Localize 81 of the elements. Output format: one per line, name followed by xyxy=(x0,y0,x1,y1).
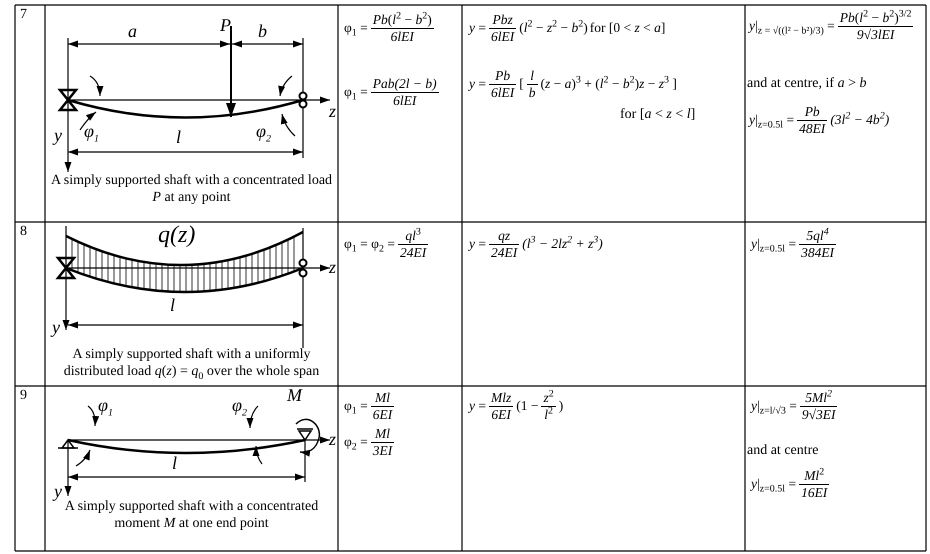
fraction-denominator: 6lEI xyxy=(490,28,516,44)
variable-label: P xyxy=(220,16,231,36)
fraction-denominator: 6lEI xyxy=(392,92,418,108)
variable-label: z xyxy=(329,430,336,450)
formula-text: (3l$^{2}$ − 4b$^{2}$) xyxy=(829,112,890,128)
fraction-denominator: 384EI xyxy=(800,244,836,260)
formula-text: y = xyxy=(468,398,487,414)
variable-label: φ$_{1}$ xyxy=(84,122,99,142)
formula-text: for [0 < z < a] xyxy=(588,20,666,36)
fraction-denominator: 16EI xyxy=(800,484,829,500)
variable-label: a xyxy=(128,22,137,42)
fraction-numerator: 5Ml$^{2}$ xyxy=(800,390,838,407)
formula-text: y|$_{z=0.5l}$ = xyxy=(748,112,796,128)
variable-label: φ$_{2}$ xyxy=(232,396,247,416)
fraction-denominator: 9√3lEI xyxy=(856,26,896,42)
formula-text: y = xyxy=(468,236,487,252)
row-number: 7 xyxy=(20,7,27,22)
variable-label: z xyxy=(329,102,336,122)
formula-text: (l$^{3}$ − 2lz$^{2}$ + z$^{3}$) xyxy=(521,236,604,252)
formula-text: φ$_{1}$ = xyxy=(343,20,369,36)
variable-label: y xyxy=(54,482,62,502)
formula-text: φ$_{1}$ = φ$_{2}$ = xyxy=(343,236,396,252)
fraction-numerator: Ml$^{2}$ xyxy=(799,468,830,485)
variable-label: q(z) xyxy=(158,222,196,248)
figure-caption: A simply supported shaft with a concentrated load P at any point xyxy=(50,173,333,207)
fraction-denominator: l$^{2}$ xyxy=(543,406,554,422)
row-number: 8 xyxy=(20,224,27,240)
fraction-numerator: Pb xyxy=(489,68,516,85)
formula-text: φ$_{1}$ = xyxy=(343,398,369,414)
variable-label: y xyxy=(52,318,60,338)
fraction-numerator: ql$^{3}$ xyxy=(398,228,428,245)
fraction-numerator: Pb(l$^{2}$ − b$^{2}$)$^{3/2}$ xyxy=(838,10,914,27)
formula-text: y = xyxy=(468,76,487,92)
fraction-denominator: 9√3EI xyxy=(800,406,837,422)
formula-text: y = xyxy=(468,20,487,36)
variable-label: y xyxy=(54,126,62,146)
variable-label: l xyxy=(170,296,176,316)
fraction-numerator: Pb(l$^{2}$ − b$^{2}$) xyxy=(370,12,434,29)
variable-label: b xyxy=(258,22,267,42)
fraction-denominator: 6lEI xyxy=(390,28,416,44)
variable-label: z xyxy=(329,258,336,278)
fraction-numerator: Pab(2l − b) xyxy=(370,76,439,93)
note-text: and at centre, if a > b xyxy=(747,76,866,92)
variable-label: φ$_{2}$ xyxy=(256,122,271,142)
fraction-denominator: 24EI xyxy=(490,244,519,260)
fraction-numerator: qz xyxy=(489,228,520,245)
fraction-numerator: Pb xyxy=(797,104,828,121)
formula-text: y|$_{z=0.5l}$ = xyxy=(750,476,798,492)
fraction-numerator: z$^{2}$ xyxy=(541,390,556,407)
variable-label: l xyxy=(172,454,178,474)
fraction-numerator: 5ql$^{4}$ xyxy=(799,228,836,245)
formula-text: [ xyxy=(518,76,525,92)
formula-text: y|$_{z=0.5l}$ = xyxy=(750,236,798,252)
formula-text: (l$^{2}$ − z$^{2}$ − b$^{2}$) xyxy=(518,20,589,36)
variable-label: l xyxy=(176,128,182,148)
fraction-numerator: Mlz xyxy=(489,390,514,407)
fraction-numerator: Ml xyxy=(370,390,394,407)
formula-text: φ$_{2}$ = xyxy=(343,434,369,450)
fraction-denominator: 24EI xyxy=(398,244,428,260)
fraction-denominator: 6EI xyxy=(490,406,512,422)
formula-text: y|$_{z = √((l² − b²)/3)}$ = xyxy=(748,18,836,34)
fraction-denominator: 6lEI xyxy=(490,84,516,100)
figure-caption: A simply supported shaft with a concentrated moment M at one end point xyxy=(64,499,320,533)
variable-label: M xyxy=(287,386,302,406)
formula-text: for [a < z < l] xyxy=(620,107,696,122)
fraction-numerator: Ml xyxy=(370,426,394,443)
fraction-numerator: Pbz xyxy=(489,12,516,29)
formula-text: ) xyxy=(558,398,564,414)
formula-text: (z − a)$^{3}$ + (l$^{2}$ − b$^{2}$)z − z$^{3}$ ] xyxy=(540,76,678,92)
fraction-denominator: 6EI xyxy=(372,406,394,422)
formula-text: φ$_{1}$ = xyxy=(343,84,369,100)
formula-text: y|$_{z=l/√3}$ = xyxy=(750,398,798,414)
fraction-denominator: 48EI xyxy=(798,120,827,136)
variable-label: φ$_{1}$ xyxy=(98,396,113,416)
note-text: and at centre xyxy=(747,443,819,458)
fraction-denominator: b xyxy=(528,84,536,100)
fraction-denominator: 3EI xyxy=(372,442,394,458)
formula-text: (1 − xyxy=(515,398,540,414)
row-number: 9 xyxy=(20,388,27,404)
fraction-numerator: l xyxy=(526,68,538,85)
figure-caption: A simply supported shaft with a uniformly distributed load q(z) = q$_{0}$ over the whole span xyxy=(62,347,320,381)
